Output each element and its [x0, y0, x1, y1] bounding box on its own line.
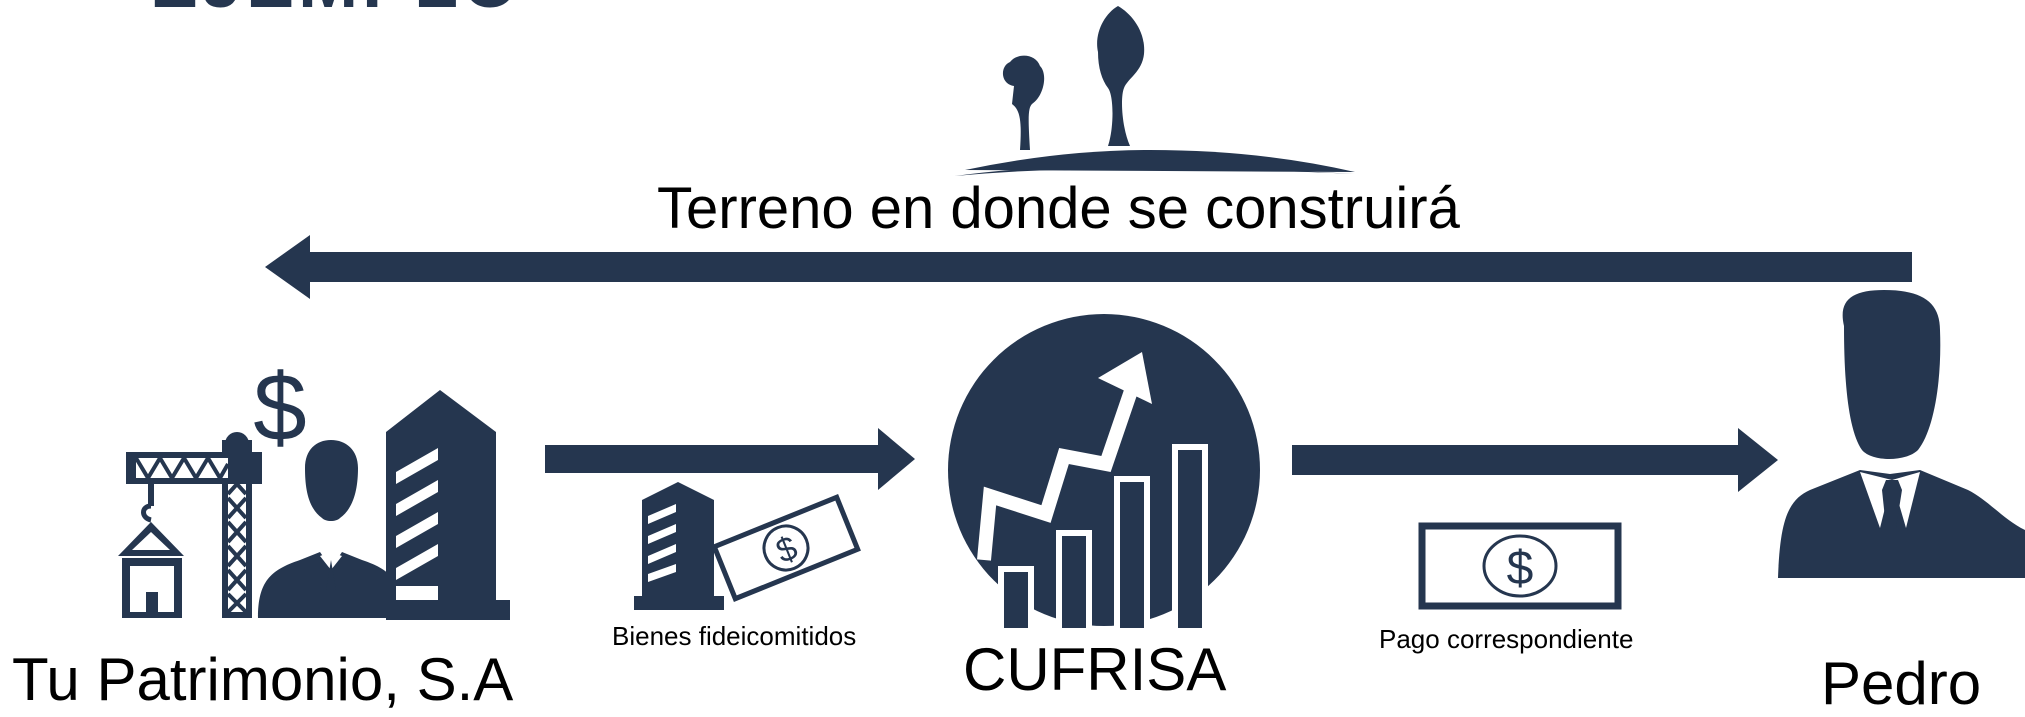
svg-text:$: $	[771, 529, 803, 571]
top-flow-label: Terreno en donde se construirá	[657, 176, 1460, 241]
svg-text:$: $	[1507, 542, 1534, 595]
left-flow-label: Bienes fideicomitidos	[612, 621, 857, 651]
trees-on-hill-icon	[955, 6, 1355, 176]
arrow-top-left	[265, 235, 1912, 299]
banknote-icon: $	[1418, 522, 1622, 610]
arrow-middle-left	[545, 428, 915, 490]
node-label-left: Tu Patrimonio, S.A	[12, 646, 514, 713]
businessman-icon	[1778, 290, 2025, 578]
construction-business-icon: $	[118, 354, 510, 620]
arrow-middle-right	[1292, 428, 1778, 492]
node-label-center: CUFRISA	[963, 636, 1227, 703]
right-flow-label: Pago correspondiente	[1379, 624, 1634, 654]
node-label-right: Pedro	[1821, 650, 1982, 717]
page-title: EJEMPLO	[150, 0, 522, 24]
banknote-icon-tilted: $	[711, 494, 861, 602]
building-icon	[634, 482, 724, 610]
growth-chart-globe-icon	[948, 314, 1260, 628]
svg-text:$: $	[253, 354, 306, 461]
